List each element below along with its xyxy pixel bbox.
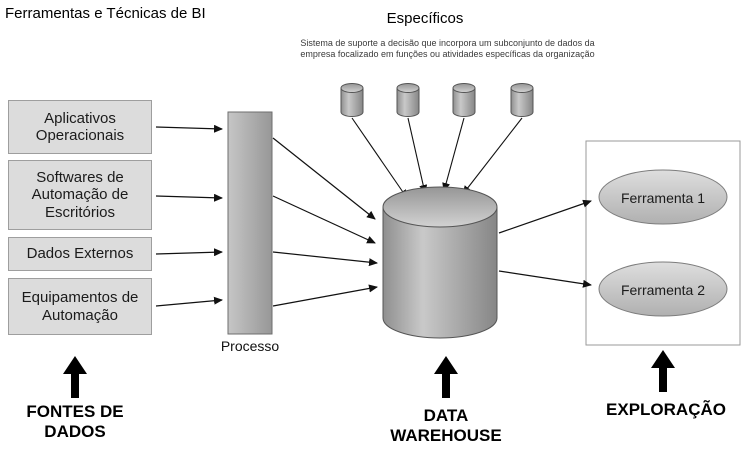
arrow-line: [155, 296, 223, 307]
arrow-line: [155, 124, 223, 133]
arrow-line: [272, 284, 378, 307]
up-arrow-fontes: [63, 356, 87, 398]
arrow-line: [155, 248, 223, 257]
mini-cylinder: [510, 83, 534, 117]
source-box-equipamentos-automacao: Equipamentos de Automação: [8, 278, 152, 335]
mini-cylinders: [340, 83, 534, 117]
source-box-label: Softwares de Automação de Escritórios: [31, 169, 129, 221]
arrow-line: [351, 117, 408, 199]
exploracao-caption: EXPLORAÇÃO: [606, 400, 726, 419]
especificos-label: Específicos: [386, 10, 464, 27]
diagram-title: Ferramentas e Técnicas de BI: [5, 5, 206, 22]
especificos-description-line1: Sistema de suporte a decisão que incorpo…: [300, 38, 595, 48]
source-box-dados-externos: Dados Externos: [8, 237, 152, 271]
minicyl-to-warehouse-arrows: [351, 117, 523, 199]
arrow-line: [155, 193, 223, 202]
especificos-description-line2: empresa focalizado em funções ou ativida…: [300, 49, 595, 59]
tool2-label: Ferramenta 2: [620, 282, 706, 298]
tool2-ellipse: [598, 261, 728, 317]
source-box-label: Equipamentos de Automação: [21, 289, 139, 324]
arrow-line: [498, 270, 592, 288]
up-arrow-exploracao: [651, 350, 675, 392]
especificos-description: Sistema de suporte a decisão que incorpo…: [240, 38, 655, 60]
mini-cylinder: [340, 83, 364, 117]
tool1-ellipse: [598, 169, 728, 225]
arrow-line: [407, 117, 428, 194]
arrow-line: [498, 199, 592, 234]
up-arrow-warehouse: [434, 356, 458, 398]
data-warehouse-caption: DATA WAREHOUSE: [390, 406, 502, 446]
arrow-line: [462, 117, 523, 195]
arrow-line: [442, 117, 465, 192]
data-warehouse-cylinder: [382, 186, 498, 339]
source-to-process-arrows: [155, 124, 223, 307]
warehouse-to-tool-arrows: [498, 199, 592, 288]
process-to-warehouse-arrows: [272, 137, 378, 307]
fontes-de-dados-caption: FONTES DE DADOS: [26, 402, 124, 442]
arrow-line: [272, 137, 376, 220]
arrow-line: [272, 251, 378, 267]
source-box-label: Dados Externos: [26, 245, 134, 263]
mini-cylinder: [396, 83, 420, 117]
source-box-aplicativos-operacionais: Aplicativos Operacionais: [8, 100, 152, 154]
arrow-line: [272, 195, 376, 244]
processo-rect: [227, 111, 273, 335]
mini-cylinder: [452, 83, 476, 117]
processo-label: Processo: [220, 338, 280, 354]
tool1-label: Ferramenta 1: [620, 190, 706, 206]
source-box-label: Aplicativos Operacionais: [35, 109, 125, 144]
source-box-softwares-automacao: Softwares de Automação de Escritórios: [8, 160, 152, 230]
